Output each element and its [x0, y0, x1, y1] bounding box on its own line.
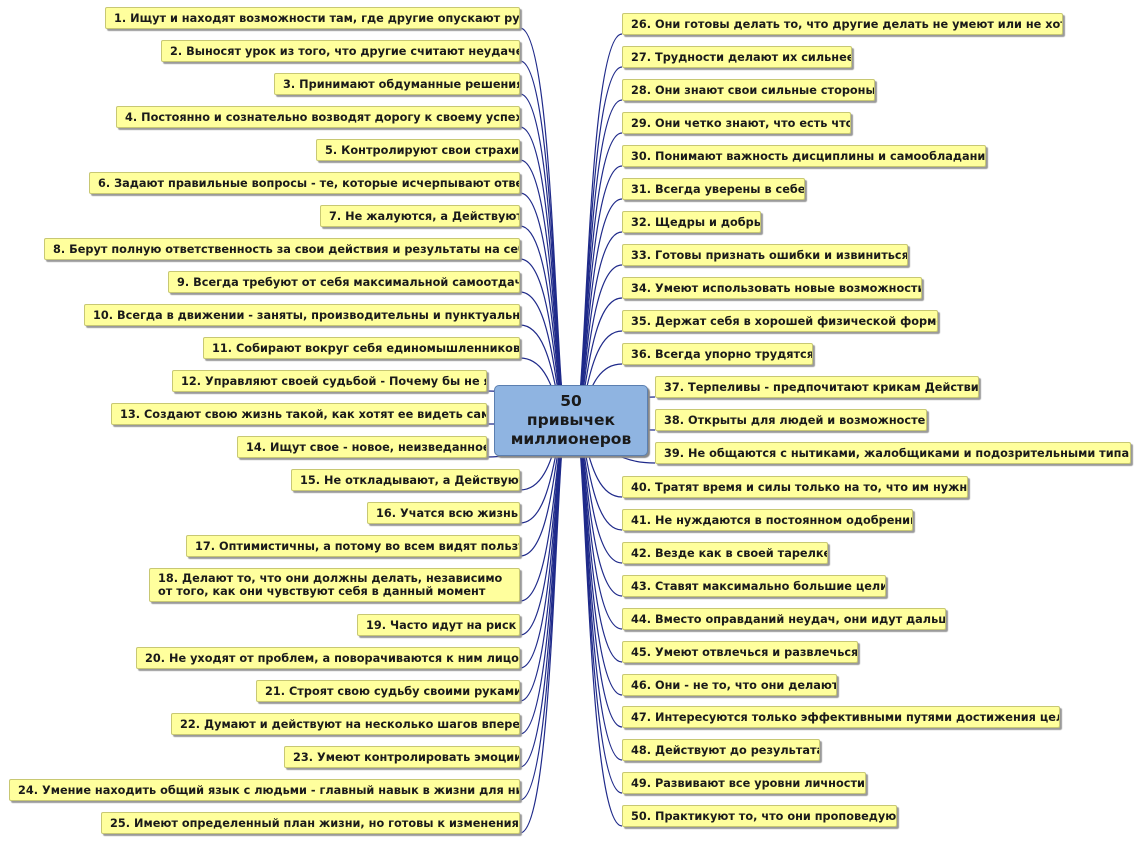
node-21[interactable]: 21.Строят свою судьбу своими руками	[256, 680, 520, 702]
node-30[interactable]: 30.Понимают важность дисциплины и самооб…	[622, 145, 986, 167]
node-49[interactable]: 49.Развивают все уровни личности	[622, 772, 866, 794]
node-44[interactable]: 44.Вместо оправданий неудач, они идут да…	[622, 608, 946, 630]
node-47[interactable]: 47.Интересуются только эффективными путя…	[622, 706, 1060, 728]
node-5[interactable]: 5.Контролируют свои страхи	[316, 139, 520, 161]
node-15[interactable]: 15.Не откладывают, а Действуют	[291, 469, 520, 491]
central-topic[interactable]: 50 привычек миллионеров	[494, 385, 648, 456]
node-46[interactable]: 46.Они - не то, что они делают	[622, 674, 837, 696]
node-35[interactable]: 35.Держат себя в хорошей физической форм…	[622, 310, 938, 332]
node-7[interactable]: 7.Не жалуются, а Действуют	[320, 205, 520, 227]
node-38[interactable]: 38.Открыты для людей и возможностей	[655, 409, 927, 431]
node-19[interactable]: 19.Часто идут на риск	[357, 614, 520, 636]
node-27[interactable]: 27.Трудности делают их сильнее	[622, 46, 852, 68]
central-line-3: миллионеров	[510, 430, 632, 448]
connector-5	[519, 159, 568, 421]
node-37[interactable]: 37.Терпеливы - предпочитают крикам Дейст…	[655, 376, 979, 398]
node-6[interactable]: 6.Задают правильные вопросы - те, которы…	[89, 172, 520, 194]
node-32[interactable]: 32.Щедры и добры	[622, 211, 761, 233]
central-line-1: 50	[560, 392, 582, 410]
node-25[interactable]: 25.Имеют определенный план жизни, но гот…	[101, 812, 520, 834]
node-2[interactable]: 2.Выносят урок из того, что другие счита…	[161, 40, 520, 62]
node-48[interactable]: 48.Действуют до результата	[622, 739, 820, 761]
node-41[interactable]: 41.Не нуждаются в постоянном одобрении	[622, 509, 913, 531]
node-45[interactable]: 45.Умеют отвлечься и развлечься	[622, 641, 858, 663]
node-36[interactable]: 36.Всегда упорно трудятся	[622, 343, 813, 365]
node-39[interactable]: 39.Не общаются с нытиками, жалобщиками и…	[655, 442, 1131, 464]
node-33[interactable]: 33.Готовы признать ошибки и извиниться	[622, 244, 908, 266]
node-10[interactable]: 10.Всегда в движении - заняты, производи…	[84, 304, 520, 326]
node-13[interactable]: 13.Создают свою жизнь такой, как хотят е…	[111, 403, 487, 425]
node-50[interactable]: 50.Практикуют то, что они проповедуют	[622, 805, 897, 827]
node-4[interactable]: 4.Постоянно и сознательно возводят дорог…	[116, 106, 520, 128]
node-29[interactable]: 29.Они четко знают, что есть что	[622, 112, 851, 134]
node-20[interactable]: 20.Не уходят от проблем, а поворачиваютс…	[136, 647, 520, 669]
node-16[interactable]: 16.Учатся всю жизнь	[367, 502, 520, 524]
node-22[interactable]: 22.Думают и действуют на несколько шагов…	[171, 713, 520, 735]
node-23[interactable]: 23.Умеют контролировать эмоции	[284, 746, 520, 768]
node-24[interactable]: 24.Умение находить общий язык с людьми -…	[9, 779, 520, 801]
connector-25	[519, 419, 568, 834]
connector-30	[574, 165, 623, 421]
node-12[interactable]: 12.Управляют своей судьбой - Почему бы н…	[172, 370, 487, 392]
node-40[interactable]: 40.Тратят время и силы только на то, что…	[622, 476, 968, 498]
node-26[interactable]: 26.Они готовы делать то, что другие дела…	[622, 13, 1063, 35]
node-28[interactable]: 28.Они знают свои сильные стороны	[622, 79, 875, 101]
node-9[interactable]: 9.Всегда требуют от себя максимальной са…	[168, 271, 520, 293]
node-31[interactable]: 31.Всегда уверены в себе	[622, 178, 805, 200]
node-8[interactable]: 8.Берут полную ответственность за свои д…	[44, 238, 520, 260]
node-18[interactable]: 18.Делают то, что они должны делать, нез…	[149, 568, 520, 602]
node-34[interactable]: 34.Умеют использовать новые возможности	[622, 277, 922, 299]
node-1[interactable]: 1.Ищут и находят возможности там, где др…	[105, 7, 520, 29]
node-43[interactable]: 43.Ставят максимально большие цели	[622, 575, 886, 597]
node-3[interactable]: 3.Принимают обдуманные решения	[274, 73, 520, 95]
node-42[interactable]: 42.Везде как в своей тарелке	[622, 542, 828, 564]
node-14[interactable]: 14.Ищут свое - новое, неизведанное	[237, 436, 487, 458]
central-line-2: привычек	[526, 411, 616, 429]
node-11[interactable]: 11.Собирают вокруг себя единомышленников	[203, 337, 520, 359]
node-17[interactable]: 17.Оптимистичны, а потому во всем видят …	[186, 535, 520, 557]
